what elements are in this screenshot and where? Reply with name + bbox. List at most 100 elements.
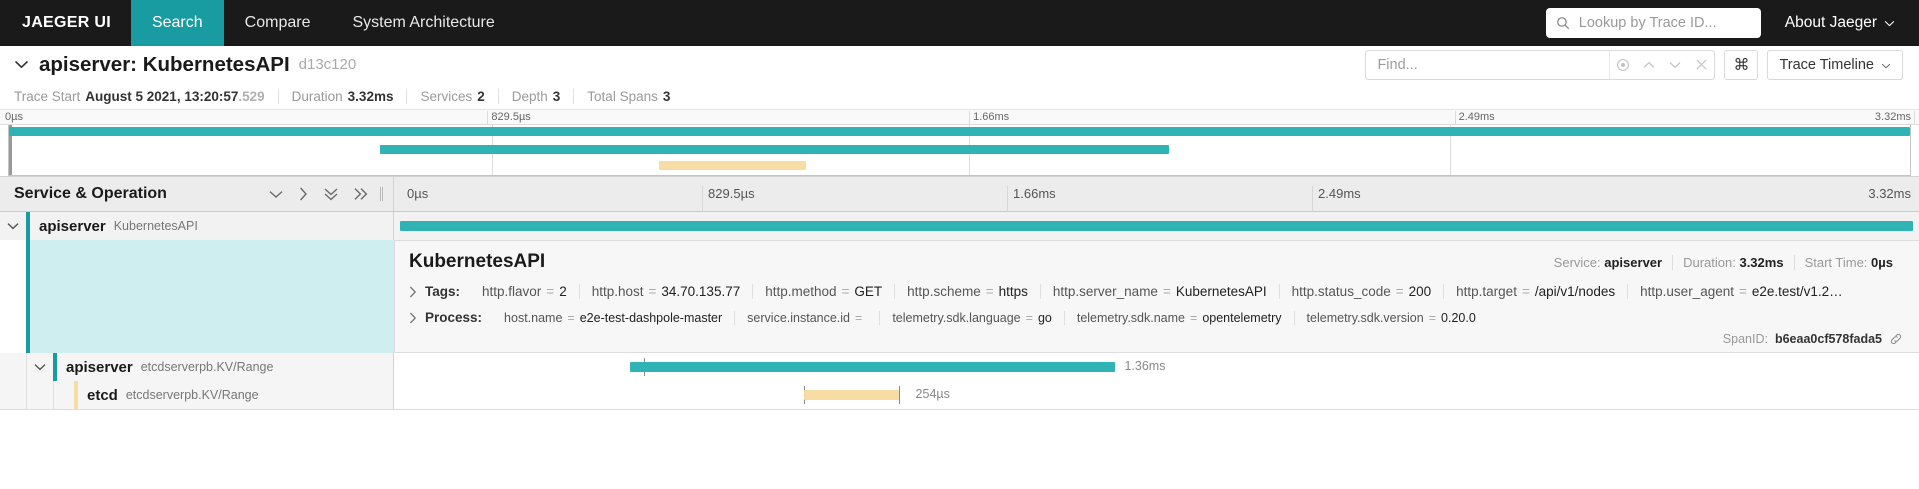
minimap-tick-row: 0µs 829.5µs 1.66ms 2.49ms 3.32ms: [0, 109, 1919, 125]
find-controls: [1609, 50, 1714, 79]
tags-label: Tags:: [425, 284, 461, 299]
span-row[interactable]: apiserver KubernetesAPI: [0, 212, 1919, 240]
span-expand-icon[interactable]: [27, 363, 53, 371]
span-duration-bar: [630, 362, 1116, 372]
span-color-bar: [74, 381, 78, 409]
span-bar-end-cap: [898, 386, 900, 404]
link-icon[interactable]: [1889, 332, 1903, 346]
tag-item[interactable]: http.server_name=KubernetesAPI: [1039, 284, 1279, 299]
keyboard-shortcuts-button[interactable]: ⌘: [1724, 49, 1759, 80]
expand-one-icon[interactable]: [269, 190, 283, 199]
span-id-label: SpanID:: [1722, 332, 1768, 346]
span-expand-icon[interactable]: [0, 222, 26, 230]
detail-meta-value: 3.32ms: [1739, 255, 1784, 270]
column-resize-handle[interactable]: [380, 187, 383, 201]
span-detail-header: KubernetesAPI Service: apiserver Duratio…: [409, 251, 1903, 273]
meta-label: Services: [420, 89, 473, 104]
trace-id-label: d13c120: [298, 56, 357, 73]
service-operation-header: Service & Operation: [14, 185, 167, 202]
trace-title-bar: apiserver: KubernetesAPI d13c120 ⌘ Trace…: [0, 46, 1919, 84]
process-row[interactable]: Process: host.name=e2e-test-dashpole-mas…: [409, 310, 1903, 325]
minimap-viewport[interactable]: [8, 125, 1911, 176]
detail-service: Service: apiserver: [1544, 255, 1672, 270]
tag-item[interactable]: http.target=/api/v1/nodes: [1443, 284, 1627, 299]
process-item[interactable]: service.instance.id=: [734, 310, 879, 325]
timeline-axis: 0µs 829.5µs 1.66ms 2.49ms 3.32ms: [394, 177, 1919, 213]
meta-total-spans: Total Spans 3: [573, 89, 683, 104]
detail-meta-label: Service:: [1553, 255, 1601, 270]
tag-item[interactable]: http.flavor=2: [482, 284, 567, 299]
tags-row[interactable]: Tags: http.flavor=2 http.host=34.70.135.…: [409, 284, 1903, 299]
tag-item[interactable]: http.user_agent=e2e.test/v1.2…: [1627, 284, 1855, 299]
next-match-icon[interactable]: [1662, 51, 1688, 79]
indent-guide: [53, 381, 54, 409]
view-mode-dropdown[interactable]: Trace Timeline: [1767, 49, 1903, 80]
tag-item[interactable]: http.scheme=https: [894, 284, 1040, 299]
span-bar-column[interactable]: [394, 212, 1919, 240]
minimap-tick: 0µs: [5, 111, 23, 123]
find-input[interactable]: [1366, 56, 1610, 73]
span-operation-name: KubernetesAPI: [113, 219, 198, 233]
tag-item[interactable]: http.method=GET: [752, 284, 894, 299]
about-jaeger-menu[interactable]: About Jaeger: [1785, 0, 1919, 46]
span-name-column[interactable]: apiserver etcdserverpb.KV/Range: [0, 353, 394, 381]
meta-label: Depth: [511, 89, 548, 104]
prev-match-icon[interactable]: [1636, 51, 1662, 79]
axis-tick: 829.5µs: [702, 186, 755, 213]
process-item[interactable]: host.name=e2e-test-dashpole-master: [504, 310, 723, 325]
gutter-highlight: [30, 240, 394, 353]
expand-all-icon[interactable]: [324, 187, 338, 201]
span-service-name: apiserver: [66, 358, 133, 376]
tags-list: http.flavor=2 http.host=34.70.135.77 htt…: [470, 284, 1855, 299]
span-duration-bar: [400, 221, 1913, 231]
meta-value: 3: [662, 89, 671, 104]
nav-item-compare[interactable]: Compare: [244, 14, 311, 31]
meta-value: 3.32ms: [347, 89, 394, 104]
trace-meta-bar: Trace Start August 5 2021, 13:20:57.529 …: [0, 84, 1919, 109]
minimap-drag-handle-left[interactable]: [9, 125, 12, 175]
span-bar-column[interactable]: 254µs: [394, 381, 1919, 409]
collapse-all-icon[interactable]: [354, 187, 368, 201]
tags-expand-icon[interactable]: [409, 286, 425, 298]
span-detail-gutter: [0, 240, 394, 353]
span-name-column[interactable]: apiserver KubernetesAPI: [0, 212, 394, 240]
span-name-column[interactable]: etcd etcdserverpb.KV/Range: [0, 381, 394, 409]
span-detail-meta: Service: apiserver Duration: 3.32ms Star…: [1544, 255, 1903, 270]
focus-match-icon[interactable]: [1610, 51, 1636, 79]
span-id-value: b6eaa0cf578fada5: [1774, 332, 1882, 346]
detail-meta-value: 0µs: [1871, 255, 1893, 270]
gutter-blank: [0, 240, 26, 353]
view-mode-label: Trace Timeline: [1779, 56, 1874, 73]
span-color-bar: [26, 212, 30, 240]
span-row[interactable]: apiserver etcdserverpb.KV/Range 1.36ms: [0, 353, 1919, 381]
brand-logo[interactable]: JAEGER UI: [22, 14, 111, 31]
minimap-span-bar: [379, 145, 1169, 154]
minimap-section: 0µs 829.5µs 1.66ms 2.49ms 3.32ms: [0, 109, 1919, 176]
find-box[interactable]: [1365, 49, 1716, 80]
collapse-one-icon[interactable]: [299, 187, 308, 201]
trace-id-lookup[interactable]: [1545, 8, 1761, 38]
process-item[interactable]: telemetry.sdk.version=0.20.0: [1293, 310, 1488, 325]
span-duration-bar: [804, 390, 899, 400]
process-expand-icon[interactable]: [409, 312, 425, 324]
tag-item[interactable]: http.status_code=200: [1278, 284, 1444, 299]
nav-item-search[interactable]: Search: [130, 0, 224, 46]
span-bar-column[interactable]: 1.36ms: [394, 353, 1919, 381]
meta-value: 2: [477, 89, 485, 104]
span-row[interactable]: etcd etcdserverpb.KV/Range 254µs: [0, 381, 1919, 409]
meta-value: 3: [552, 89, 561, 104]
detail-meta-label: Start Time:: [1804, 255, 1868, 270]
trace-id-input[interactable]: [1576, 14, 1751, 32]
nav-item-system-architecture[interactable]: System Architecture: [352, 14, 495, 31]
span-detail-title: KubernetesAPI: [409, 251, 546, 272]
tag-item[interactable]: http.host=34.70.135.77: [578, 284, 753, 299]
indent-guide: [26, 381, 27, 409]
clear-search-icon[interactable]: [1688, 51, 1714, 79]
collapse-header-icon[interactable]: [14, 60, 29, 69]
span-id-row: SpanID: b6eaa0cf578fada5: [409, 332, 1903, 346]
detail-meta-label: Duration:: [1683, 255, 1736, 270]
meta-label: Trace Start: [14, 89, 81, 104]
process-item[interactable]: telemetry.sdk.name=opentelemetry: [1063, 310, 1294, 325]
process-item[interactable]: telemetry.sdk.language=go: [879, 310, 1064, 325]
about-jaeger-label: About Jaeger: [1784, 14, 1877, 31]
